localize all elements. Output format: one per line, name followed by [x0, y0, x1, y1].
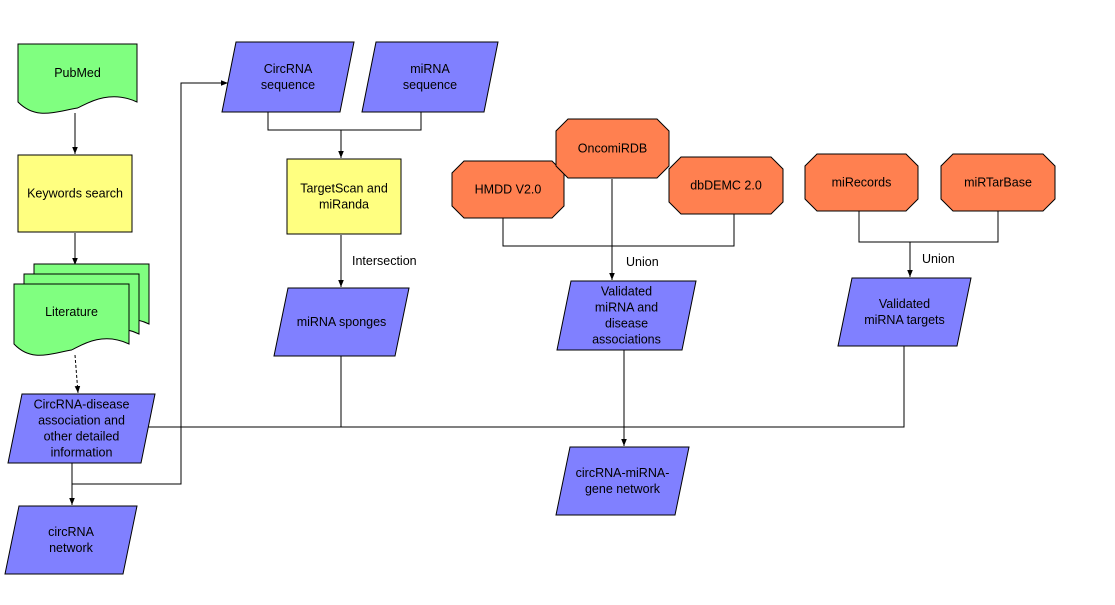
node-label-line: Keywords search [27, 187, 123, 201]
data-shape [556, 280, 697, 351]
octagon-shape [555, 118, 670, 179]
union-label-targets: Union [922, 252, 955, 266]
node-dbdemc: dbDEMC 2.0 [668, 156, 784, 215]
node-label-line: network [49, 541, 94, 555]
node-label-line: sequence [261, 78, 315, 92]
node-label-line: miRTarBase [964, 176, 1032, 190]
node-label-line: other detailed [44, 430, 120, 444]
node-sponges: miRNA sponges [273, 287, 410, 357]
node-label-line: information [51, 446, 113, 460]
data-shape [4, 505, 138, 575]
connectors [69, 80, 999, 505]
node-keywords: Keywords search [17, 154, 133, 233]
node-label-line: HMDD V2.0 [475, 183, 542, 197]
node-label-line: association and [38, 414, 125, 428]
bus-line [148, 346, 905, 428]
node-label-line: CircRNA [264, 62, 313, 76]
data-shape [555, 446, 690, 516]
octagon-shape [668, 156, 784, 215]
node-label-line: PubMed [54, 66, 101, 80]
join-sequences [267, 112, 422, 131]
node-label-line: associations [592, 333, 661, 347]
edge-labels: Intersection Union Union [352, 252, 955, 269]
node-hmdd: HMDD V2.0 [451, 160, 565, 219]
node-literature: Literature [13, 263, 150, 356]
node-label-line: miRecords [832, 176, 892, 190]
process-shape [286, 158, 402, 235]
node-label-line: CircRNA-disease [34, 398, 130, 412]
node-validated-disease: Validated miRNA and disease associations [556, 280, 697, 351]
node-label-line: miRNA targets [864, 313, 945, 327]
octagon-shape [940, 153, 1056, 212]
data-shape [7, 393, 156, 464]
node-oncomirdb: OncomiRDB [555, 118, 670, 179]
node-gene-network: circRNA-miRNA-gene network [555, 446, 690, 516]
node-label-line: miRNA [410, 62, 450, 76]
join-disease-databases [502, 214, 735, 247]
node-label-line: circRNA [48, 525, 94, 539]
document-shape-front [13, 283, 130, 356]
node-label-line: miRanda [319, 198, 369, 212]
node-circ-seq: CircRNA sequence [221, 41, 355, 113]
arrow-to-circrna-sequence [72, 80, 228, 485]
node-validated-targets: Validated miRNA targets [837, 277, 972, 347]
octagon-shape [804, 153, 919, 212]
data-shape [273, 287, 410, 357]
node-pubmed: PubMed [17, 43, 138, 114]
node-label-line: miRNA and [595, 301, 658, 315]
node-label-line: gene network [585, 482, 661, 496]
node-label-line: sequence [403, 78, 457, 92]
node-circ-disease: CircRNA-disease association and other deta… [7, 393, 156, 464]
node-label-line: Validated [879, 297, 930, 311]
data-shape [837, 277, 972, 347]
node-label-line: miRNA sponges [297, 315, 387, 329]
node-label-line: Literature [45, 305, 98, 319]
node-label-line: dbDEMC 2.0 [690, 179, 762, 193]
node-mirecords: miRecords [804, 153, 919, 212]
union-label-disease: Union [626, 255, 659, 269]
data-shape [221, 41, 355, 113]
node-label-line: Validated [601, 285, 652, 299]
node-targetscan: TargetScan and miRanda [286, 158, 402, 235]
node-label-line: disease [605, 317, 648, 331]
node-label-line: TargetScan and [300, 182, 388, 196]
node-label-line: circRNA-miRNA- [576, 466, 670, 480]
node-label-line: OncomiRDB [578, 142, 647, 156]
node-circ-network: circRNA network [4, 505, 138, 575]
document-shape [17, 43, 138, 114]
join-target-databases [858, 211, 999, 243]
node-mirna-seq: miRNA sequence [361, 41, 499, 113]
data-shape [361, 41, 499, 113]
arrow-literature-to-circ-disease [74, 354, 81, 394]
node-mirtarbase: miRTarBase [940, 153, 1056, 212]
process-shape [17, 154, 133, 233]
intersection-label: Intersection [352, 254, 417, 268]
